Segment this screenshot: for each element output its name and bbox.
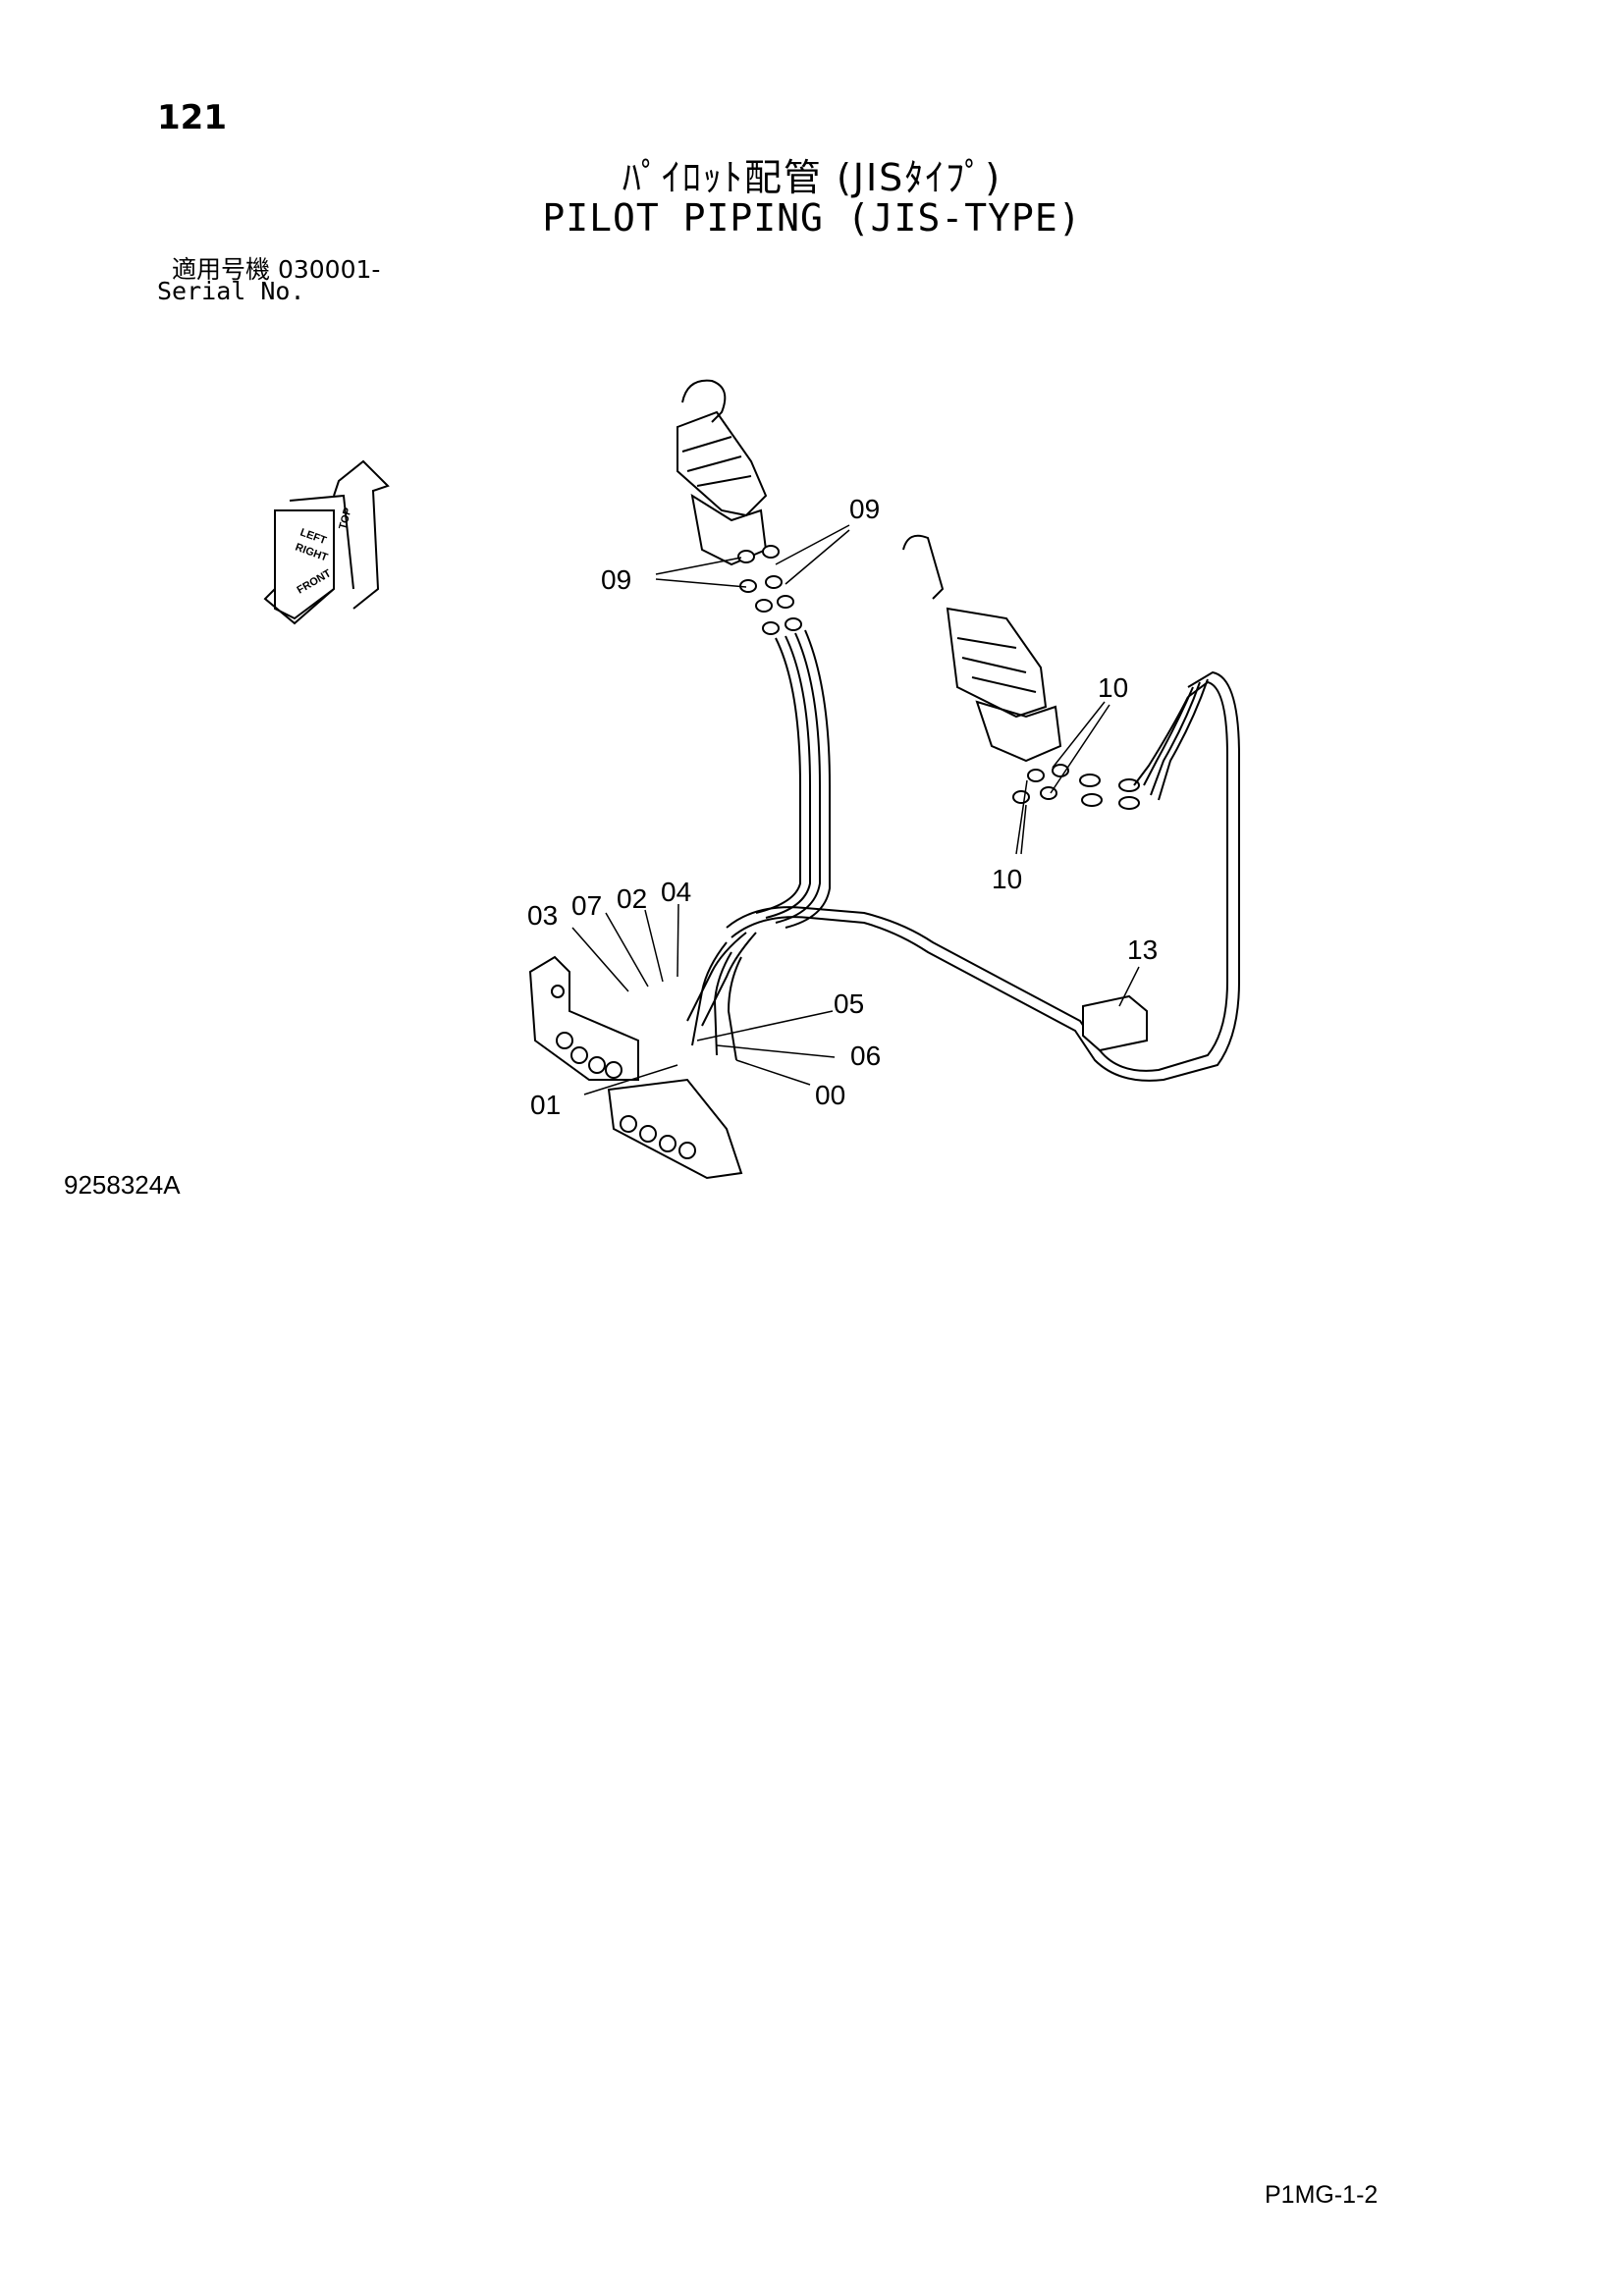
callout-06: 06 — [850, 1041, 881, 1071]
callout-09-left: 09 — [601, 564, 631, 595]
left-control-lever — [677, 379, 768, 566]
drawing-number: 9258324A — [64, 1170, 181, 1200]
component-13-block — [1082, 994, 1148, 1052]
callout-09-upper: 09 — [849, 494, 880, 524]
leader-lines — [571, 524, 1140, 1095]
callout-13: 13 — [1127, 934, 1158, 965]
orientation-indicator: TOP RIGHT LEFT FRONT — [263, 459, 390, 625]
lower-mounting-bracket — [607, 1078, 743, 1180]
callout-10-lower: 10 — [992, 864, 1022, 894]
callout-00: 00 — [815, 1080, 845, 1110]
orientation-label-front: FRONT — [296, 567, 334, 596]
callout-04: 04 — [661, 877, 691, 907]
upper-mounting-bracket — [528, 955, 639, 1081]
sheet-code: P1MG-1-2 — [1265, 2181, 1379, 2209]
callout-02: 02 — [617, 883, 647, 914]
main-hose-bundle — [726, 670, 1240, 1082]
page-number: 121 — [157, 98, 227, 137]
callout-05: 05 — [834, 988, 864, 1019]
right-lever-fittings — [1012, 764, 1140, 810]
left-lever-fittings — [737, 545, 802, 635]
orientation-label-top: TOP — [337, 507, 353, 531]
right-control-lever — [902, 534, 1062, 763]
callout-07: 07 — [571, 890, 602, 921]
page-title-japanese: ﾊﾟｲﾛｯﾄ配管 (JISﾀｲﾌﾟ) — [622, 156, 1002, 199]
serial-label-english: Serial No. — [157, 277, 305, 305]
page-title-english: PILOT PIPING (JIS-TYPE) — [542, 196, 1082, 240]
callout-10-upper: 10 — [1098, 672, 1128, 703]
serial-label-japanese: 適用号機 030001- — [172, 255, 381, 284]
branch-hoses — [686, 932, 757, 1061]
callout-03: 03 — [527, 900, 558, 931]
left-lever-hoses — [755, 629, 831, 929]
callout-01: 01 — [530, 1090, 561, 1120]
